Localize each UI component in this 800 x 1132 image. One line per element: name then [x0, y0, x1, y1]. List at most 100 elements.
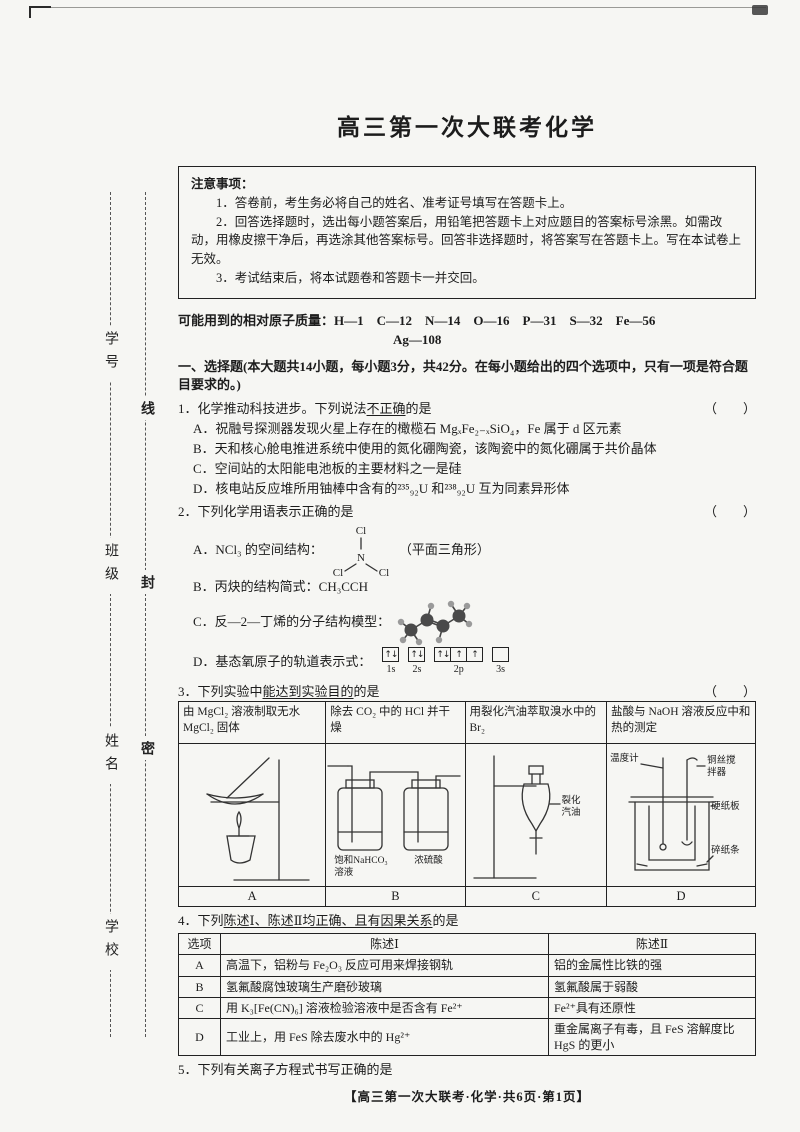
q2-option-a: A．NCl₃ 的空间结构： Cl N Cl Cl （平面三角形） — [193, 523, 756, 577]
svg-text:Cl: Cl — [333, 567, 343, 577]
q4-row-a-s2: 铝的金属性比铁的强 — [548, 954, 756, 977]
notice-item: 1．答卷前，考生务必将自己的姓名、准考证号填写在答题卡上。 — [216, 195, 573, 210]
q4-header-option: 选项 — [178, 933, 221, 956]
q2-option-d-text: D．基态氧原子的轨道表示式： — [193, 653, 372, 669]
q3-apparatus-cell-a — [177, 743, 327, 888]
orbital-label: 2s — [412, 664, 422, 676]
q4-row-c-option: C — [178, 996, 221, 1019]
q2-option-b: B．丙炔的结构简式：CH₃CCH — [193, 579, 368, 595]
margin-label-student-number: 学号 — [100, 326, 120, 382]
q4-row-a-option: A — [178, 954, 221, 977]
q3-col-header-d: 盐酸与 NaOH 溶液反应中和热的测定 — [606, 701, 756, 745]
orbital-cell: ↑ — [466, 647, 484, 663]
table-row: C 用 K₃[Fe(CN)₆] 溶液检验溶液中是否含有 Fe²⁺ Fe²⁺具有还… — [178, 996, 756, 1019]
question-5: 5．下列有关离子方程式书写正确的是 — [178, 1061, 756, 1080]
orbital-group-3s: 3s — [492, 647, 510, 678]
q4-stem-emph: 陈述Ⅰ、陈述Ⅱ均正确、且有因果关系 — [223, 913, 433, 929]
orbital-cell: ↑ — [450, 647, 468, 663]
evaporation-apparatus-drawing — [206, 757, 310, 882]
table-row: D 工业上，用 FeS 除去废水中的 Hg²⁺ 重金属离子有毒，且 FeS 溶解… — [178, 1017, 756, 1057]
question-1: （ ） 1．化学推动科技进步。下列说法不正确的是 A．祝融号探测器发现火星上存在… — [178, 400, 756, 498]
q1-stem-emph: 不正确 — [366, 401, 406, 417]
q3-letter-b: B — [325, 886, 466, 908]
orbital-cell — [492, 647, 510, 663]
q1-stem-text: 1．化学推动科技进步。下列说法 — [178, 401, 367, 417]
orbital-cell: ↑↓ — [382, 647, 400, 663]
calorimeter-drawing — [628, 757, 716, 872]
label-stirrer-1: 铜丝搅 — [707, 756, 736, 767]
q2-option-a-text: A．NCl₃ 的空间结构： — [193, 541, 323, 557]
seal-dashed-line-2 — [145, 192, 146, 1037]
seal-dashed-line-1 — [110, 192, 111, 1037]
table-row: B 氢氟酸腐蚀玻璃生产磨砂玻璃 氢氟酸属于弱酸 — [178, 975, 756, 998]
q3-table: 由 MgCl₂ 溶液制取无水 MgCl₂ 固体 除去 CO₂ 中的 HCl 并干… — [177, 701, 756, 908]
notice-box: 注意事项： 1．答卷前，考生务必将自己的姓名、准考证号填写在答题卡上。 2．回答… — [178, 166, 756, 299]
q4-row-d-s1: 工业上，用 FeS 除去废水中的 Hg²⁺ — [220, 1017, 549, 1057]
seal-char-feng: 封 — [136, 570, 156, 594]
q1-stem: （ ） 1．化学推动科技进步。下列说法不正确的是 — [178, 400, 756, 419]
page-footer: 【高三第一次大联考·化学·共6页·第1页】 — [343, 1090, 590, 1105]
svg-text:N: N — [357, 552, 365, 564]
q4-header-row: 选项 陈述Ⅰ 陈述Ⅱ — [178, 933, 756, 956]
question-3: （ ） 3．下列实验中能达到实验目的的是 由 MgCl₂ 溶液制取无水 MgCl… — [177, 683, 756, 908]
q4-header-statement2: 陈述Ⅱ — [548, 933, 756, 956]
label-h2so4: 浓硫酸 — [414, 856, 443, 867]
svg-text:Cl: Cl — [379, 567, 389, 577]
atomic-masses-line1: 可能用到的相对原子质量：H—1 C—12 N—14 O—16 P—31 S—32… — [178, 312, 656, 328]
gas-washing-bottles-drawing — [327, 765, 461, 852]
q3-stem-emph: 能达到实验目的 — [262, 683, 354, 699]
q3-stem-text: 的是 — [353, 683, 380, 699]
label-thermometer: 温度计 — [610, 754, 639, 765]
q2-answer-bracket: （ ） — [703, 504, 756, 520]
q3-col-header-a: 由 MgCl₂ 溶液制取无水 MgCl₂ 固体 — [177, 701, 327, 745]
label-nahco3: 饱和NaHCO₃ — [334, 856, 388, 867]
page-title: 高三第一次大联考化学 — [337, 115, 597, 140]
label-cracked-gasoline-1: 裂化 — [561, 796, 581, 807]
ncl3-structure-diagram: Cl N Cl Cl — [333, 525, 389, 577]
q3-answer-bracket: （ ） — [703, 683, 756, 699]
q4-row-d-s2: 重金属离子有毒，且 FeS 溶解度比 HgS 的更小 — [548, 1017, 756, 1057]
notice-item: 3．考试结束后，将本试题卷和答题卡一并交回。 — [216, 270, 485, 285]
q3-col-header-c: 用裂化汽油萃取溴水中的 Br₂ — [464, 701, 608, 745]
table-row: A 高温下，铝粉与 Fe₂O₃ 反应可用来焊接钢轨 铝的金属性比铁的强 — [178, 954, 756, 977]
svg-text:Cl: Cl — [356, 525, 366, 537]
margin-label-name: 姓名 — [100, 728, 120, 784]
scan-corner-smudge — [752, 5, 768, 15]
question-2: （ ） 2．下列化学用语表示正确的是 A．NCl₃ 的空间结构： Cl N Cl… — [178, 503, 756, 677]
q2-option-c-text: C．反—2—丁烯的分子结构模型： — [193, 613, 391, 629]
orbital-cell: ↑↓ — [434, 647, 452, 663]
q4-row-b-s1: 氢氟酸腐蚀玻璃生产磨砂玻璃 — [220, 975, 549, 998]
label-nahco3-2: 溶液 — [334, 868, 354, 879]
orbital-group-2p: ↑↓ ↑ ↑ 2p — [434, 647, 484, 678]
q4-row-b-s2: 氢氟酸属于弱酸 — [548, 975, 756, 998]
q3-letter-a: A — [177, 886, 327, 908]
q2-option-c: C．反—2—丁烯的分子结构模型： — [193, 598, 756, 646]
orbital-label: 3s — [496, 664, 505, 676]
atomic-masses: 可能用到的相对原子质量：H—1 C—12 N—14 O—16 P—31 S—32… — [178, 311, 756, 350]
margin-label-school: 学校 — [100, 914, 120, 970]
question-4: 4．下列陈述Ⅰ、陈述Ⅱ均正确、且有因果关系的是 选项 陈述Ⅰ 陈述Ⅱ A 高温下… — [178, 912, 756, 1057]
seal-char-xian: 线 — [136, 396, 156, 420]
orbital-diagram: ↑↓ 1s ↑↓ 2s ↑↓ ↑ ↑ 2p — [382, 647, 510, 678]
q2-option-a-note: （平面三角形） — [398, 541, 490, 557]
orbital-label: 1s — [386, 664, 396, 676]
q4-row-d-option: D — [178, 1017, 221, 1057]
q4-header-statement1: 陈述Ⅰ — [220, 933, 549, 956]
q4-row-c-s2: Fe²⁺具有还原性 — [548, 996, 756, 1019]
q3-stem-text: 3．下列实验中 — [178, 683, 263, 699]
exam-page: 高三第一次大联考化学 注意事项： 1．答卷前，考生务必将自己的姓名、准考证号填写… — [177, 0, 756, 1105]
q4-row-c-s1: 用 K₃[Fe(CN)₆] 溶液检验溶液中是否含有 Fe²⁺ — [220, 996, 549, 1019]
q3-letter-d: D — [606, 886, 756, 908]
q1-option-a: A．祝融号探测器发现火星上存在的橄榄石 MgₓFe₂₋ₓSiO₄，Fe 属于 d… — [193, 421, 622, 437]
atomic-masses-line2: Ag—108 — [393, 332, 442, 347]
q1-option-c: C．空间站的太阳能电池板的主要材料之一是硅 — [193, 460, 462, 476]
q1-answer-bracket: （ ） — [703, 401, 756, 417]
q3-stem: （ ） 3．下列实验中能达到实验目的的是 — [178, 683, 756, 702]
q1-option-d: D．核电站反应堆所用铀棒中含有的²³⁵₉₂U 和²³⁸₉₂U 互为同素异形体 — [193, 480, 570, 496]
butene-ball-stick-model — [397, 600, 473, 646]
label-cardboard: 硬纸板 — [711, 802, 740, 813]
margin-label-class: 班级 — [100, 538, 120, 594]
q4-stem-text: 的是 — [432, 913, 459, 929]
label-paper-scraps: 碎纸条 — [711, 846, 740, 857]
scan-edge-line — [34, 7, 766, 8]
